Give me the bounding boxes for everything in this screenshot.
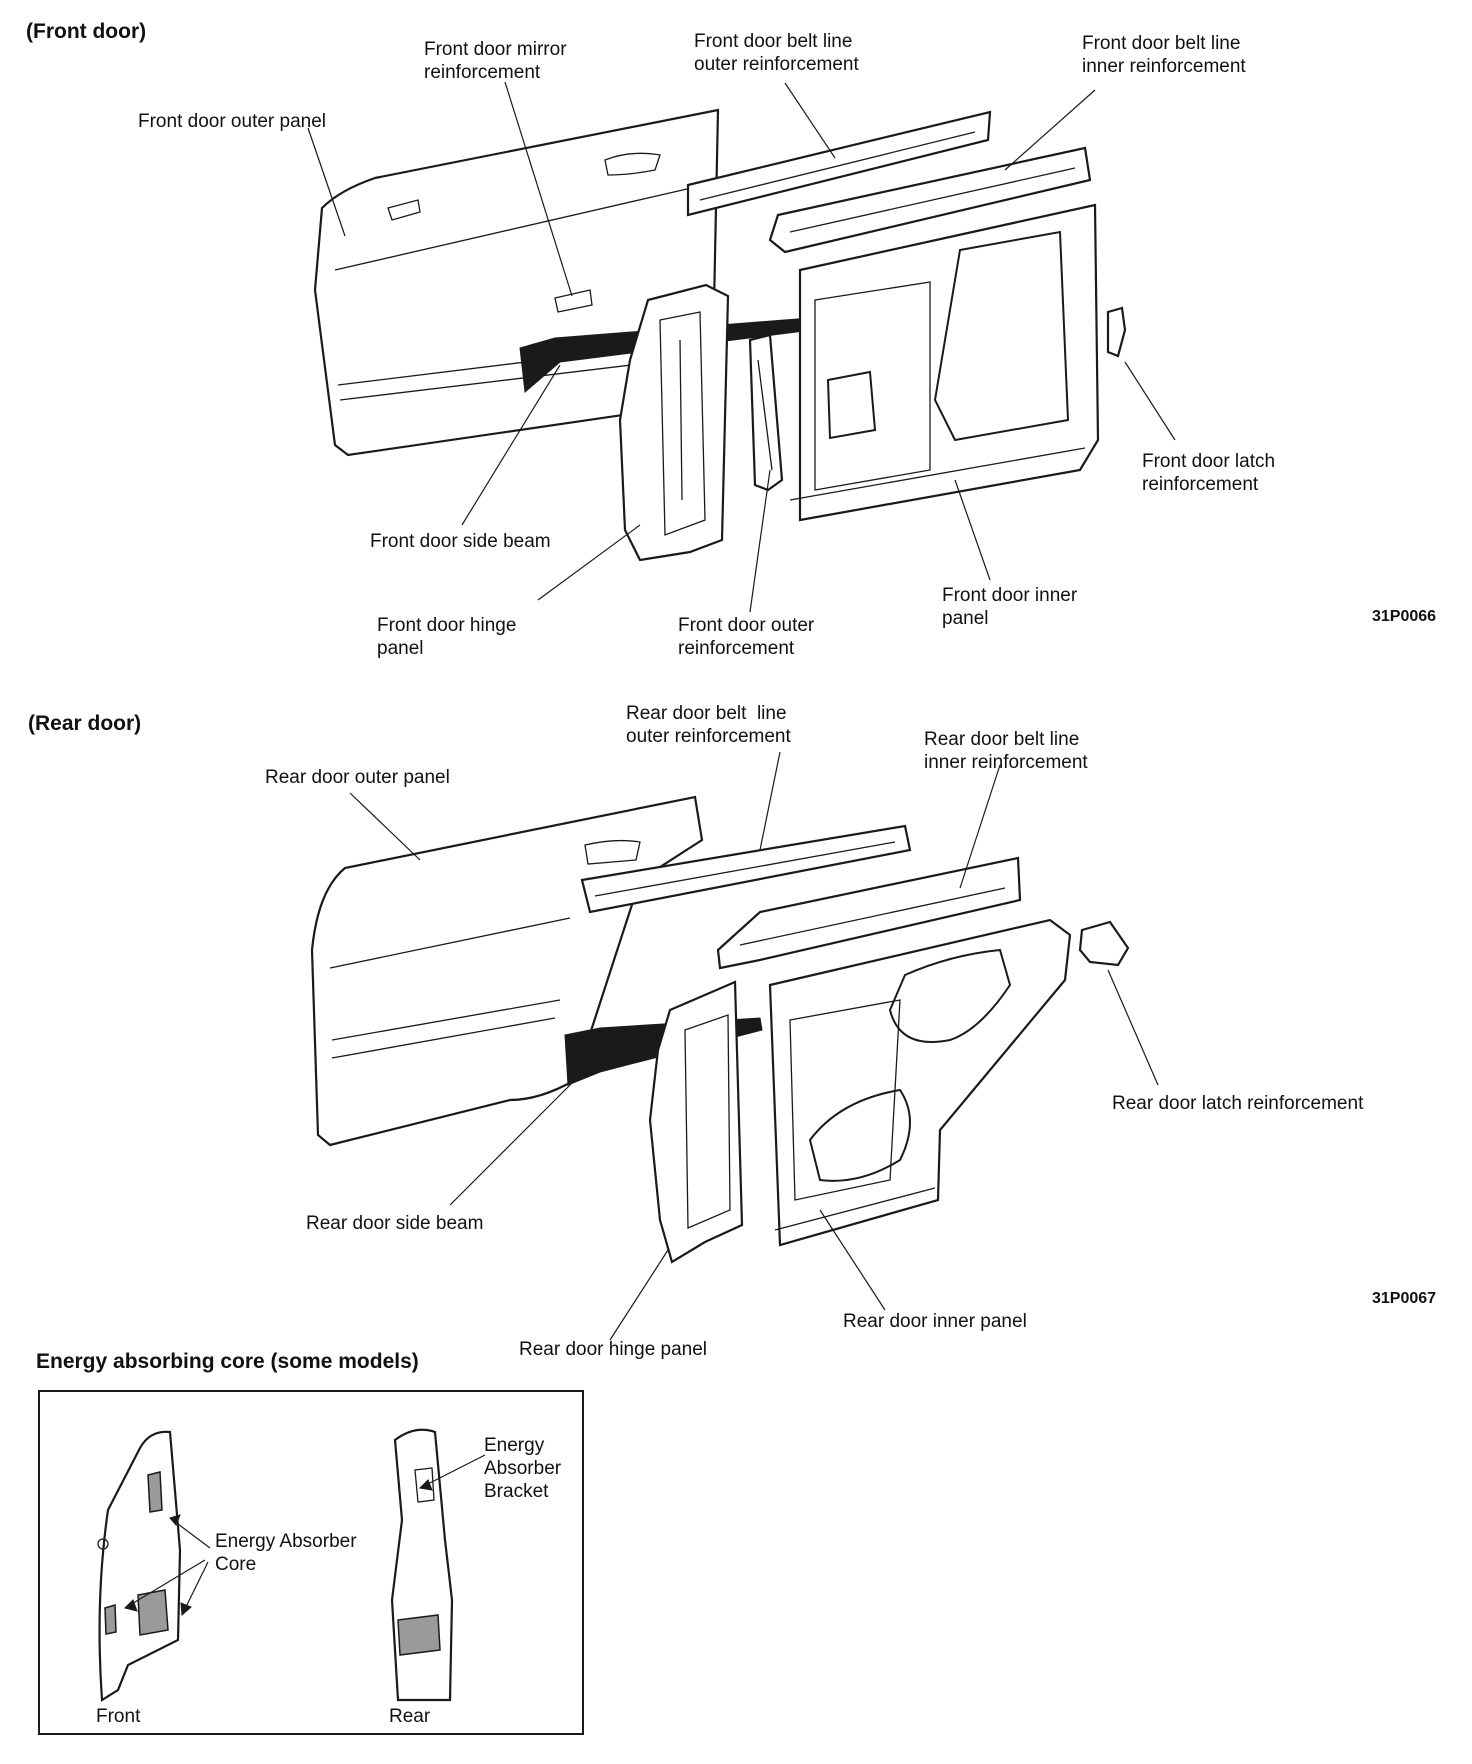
rear-door-latch-reinforcement-shape [1078,920,1130,967]
front-door-belt-inner-shape [768,146,1092,254]
front-door-exploded-diagram [307,81,1176,613]
rear-door-hinge-panel-label: Rear door hinge panel [519,1339,708,1360]
front-door-mirror-reinforcement-label: Front door mirror reinforcement [424,39,567,83]
rear-door-hinge-panel-shape [648,980,744,1264]
front-door-outer-panel-label: Front door outer panel [138,111,327,132]
rear-door-exploded-diagram [310,751,1159,1341]
rear-door-outer-panel-label: Rear door outer panel [265,767,450,788]
rear-door-figure-code: 31P0067 [1372,1290,1437,1307]
front-door-outer-panel-shape [313,108,720,457]
rear-door-leader-lines [349,751,1159,1341]
rear-door-heading: (Rear door) [28,712,142,735]
front-door-latch-reinforcement-label: Front door latch reinforcement [1142,451,1276,495]
rear-door-latch-reinforcement-label: Rear door latch reinforcement [1112,1093,1364,1114]
rear-door-belt-inner-shape [716,856,1022,970]
energy-core-front-panel-shape [97,1430,182,1702]
front-door-hinge-panel-label: Front door hinge panel [377,615,517,659]
front-door-belt-outer-label: Front door belt line outer reinforcement [694,31,859,75]
front-door-hinge-panel-shape [618,283,730,562]
front-door-figure-code: 31P0066 [1372,608,1437,625]
front-door-latch-reinforcement-shape [1106,306,1127,358]
rear-door-side-beam-label: Rear door side beam [306,1213,484,1234]
front-door-belt-outer-shape [686,110,992,217]
rear-door-inner-panel-shape [768,918,1072,1247]
front-door-heading: (Front door) [26,20,147,43]
rear-door-belt-outer-label: Rear door belt line outer reinforcement [626,703,791,747]
rear-door-belt-inner-label: Rear door belt line inner reinforcement [924,729,1088,773]
energy-core-rear-panel-shape [390,1428,454,1702]
front-door-side-beam-label: Front door side beam [370,531,551,552]
front-door-outer-reinforcement-label: Front door outer reinforcement [678,615,815,659]
front-door-outer-reinforcement-shape [748,333,784,492]
energy-core-arrows [124,1454,486,1617]
rear-door-inner-panel-label: Rear door inner panel [843,1311,1027,1332]
energy-core-inset-box [38,1390,584,1735]
front-door-inner-panel-label: Front door inner panel [942,585,1078,629]
energy-core-rear-label: Rear [389,1706,431,1727]
front-door-leader-lines [307,81,1176,613]
rear-door-belt-outer-shape [580,824,912,914]
front-door-inner-panel-shape [789,203,1100,522]
energy-absorber-bracket-label: Energy Absorber Bracket [484,1435,562,1502]
energy-core-front-label: Front [96,1706,141,1727]
energy-absorber-core-label: Energy Absorber Core [215,1531,357,1575]
energy-core-heading: Energy absorbing core (some models) [36,1350,419,1373]
front-door-belt-inner-label: Front door belt line inner reinforcement [1082,33,1246,77]
